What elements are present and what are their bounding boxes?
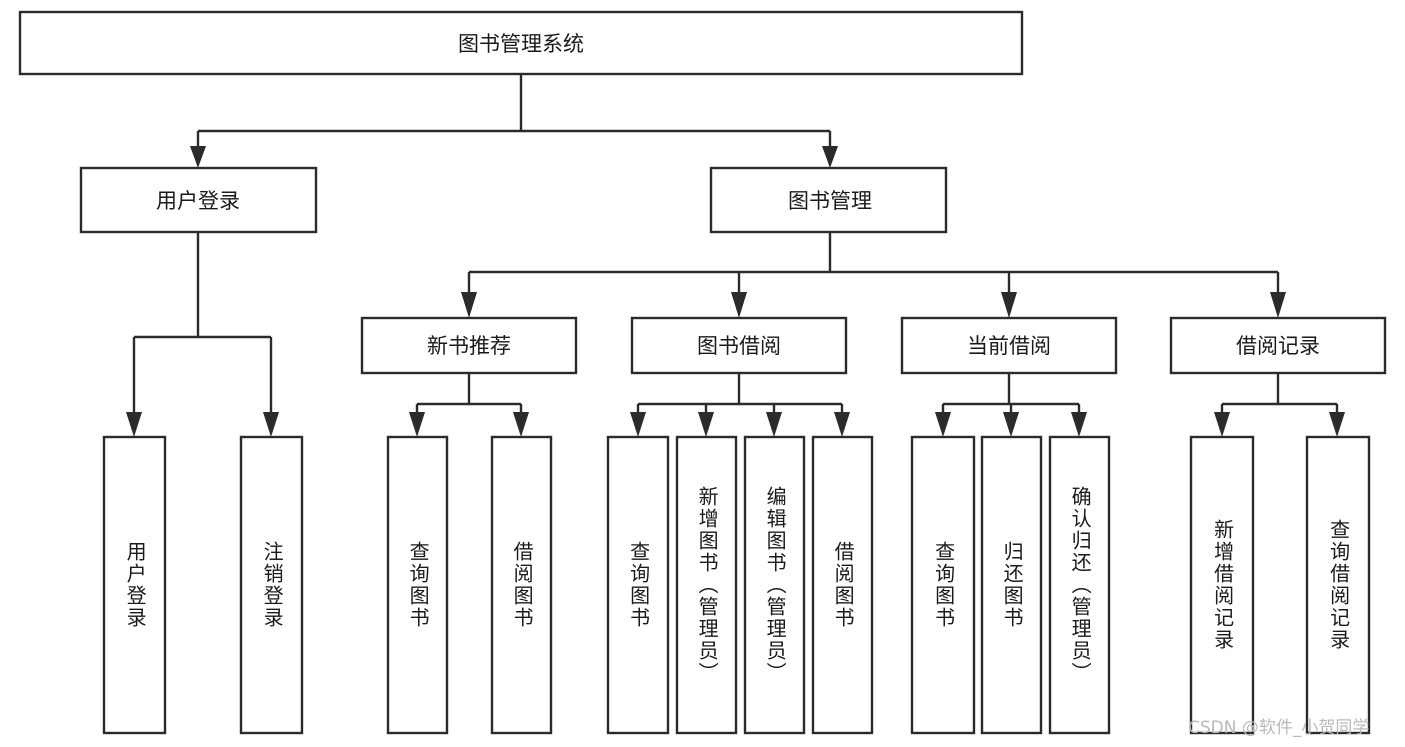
arrowhead-leaf-user-login — [126, 412, 142, 437]
node-new-book-recommend-label: 新书推荐 — [427, 334, 511, 358]
node-current-borrow[interactable] — [900, 316, 1118, 375]
node-root-label: 图书管理系统 — [458, 32, 584, 56]
node-user-login-label: 用户登录 — [156, 189, 240, 213]
leaf-box-borrow-book-1[interactable] — [490, 435, 553, 735]
node-layer: 图书管理系统 用户登录 图书管理 新书推荐 图书借阅 当前借阅 借阅记录 — [18, 10, 1387, 375]
node-current-borrow-label: 当前借阅 — [967, 334, 1051, 358]
leaf-box-logout[interactable] — [239, 435, 304, 735]
node-book-borrow[interactable] — [630, 316, 848, 375]
leaf-box-query-record[interactable] — [1305, 435, 1371, 735]
arrowhead-leaf-query-record — [1329, 412, 1345, 437]
arrowhead-borrow-record — [1270, 292, 1286, 318]
leaf-box-edit-book[interactable] — [743, 435, 806, 735]
arrowhead-leaf-query-book-1 — [409, 412, 425, 437]
arrowhead-new-book-recommend — [461, 292, 477, 318]
arrowhead-leaf-query-book-3 — [935, 412, 951, 437]
arrowhead-leaf-logout — [263, 412, 279, 437]
arrowhead-book-borrow — [731, 292, 747, 318]
node-root[interactable] — [18, 10, 1024, 76]
node-book-manage[interactable] — [709, 166, 948, 234]
node-new-book-recommend[interactable] — [360, 316, 578, 375]
leaf-box-add-book[interactable] — [675, 435, 738, 735]
csdn-watermark: CSDN @软件_小贺同学 — [1188, 718, 1370, 738]
arrowhead-leaf-return-book — [1003, 412, 1019, 437]
arrowhead-leaf-query-book-2 — [630, 412, 646, 437]
leaf-box-add-record[interactable] — [1189, 435, 1255, 735]
arrowhead-leaf-borrow-book-1 — [513, 412, 529, 437]
arrowhead-leaf-borrow-book-2 — [834, 412, 850, 437]
arrowhead-bookmanage — [822, 146, 838, 168]
leaf-box-return-book[interactable] — [980, 435, 1043, 735]
arrowhead-leaf-add-record — [1214, 412, 1230, 437]
arrowhead-userlogin — [190, 146, 206, 168]
arrowhead-leaf-confirm-return — [1071, 412, 1087, 437]
leaf-box-query-book-3[interactable] — [910, 435, 976, 735]
arrowhead-current-borrow — [1001, 292, 1017, 318]
node-book-manage-label: 图书管理 — [788, 189, 872, 213]
arrowhead-leaf-add-book — [698, 412, 714, 437]
node-book-borrow-label: 图书借阅 — [697, 334, 781, 358]
leaf-box-user-login[interactable] — [102, 435, 167, 735]
node-borrow-record-label: 借阅记录 — [1236, 334, 1320, 358]
leaf-box-layer — [102, 435, 1371, 735]
connector-layer — [126, 74, 1345, 437]
leaf-box-query-book-1[interactable] — [386, 435, 449, 735]
arrowhead-leaf-edit-book — [766, 412, 782, 437]
leaf-box-query-book-2[interactable] — [606, 435, 670, 735]
node-borrow-record[interactable] — [1169, 316, 1387, 375]
node-user-login[interactable] — [79, 166, 318, 234]
leaf-box-confirm-return[interactable] — [1048, 435, 1111, 735]
leaf-box-borrow-book-2[interactable] — [811, 435, 874, 735]
